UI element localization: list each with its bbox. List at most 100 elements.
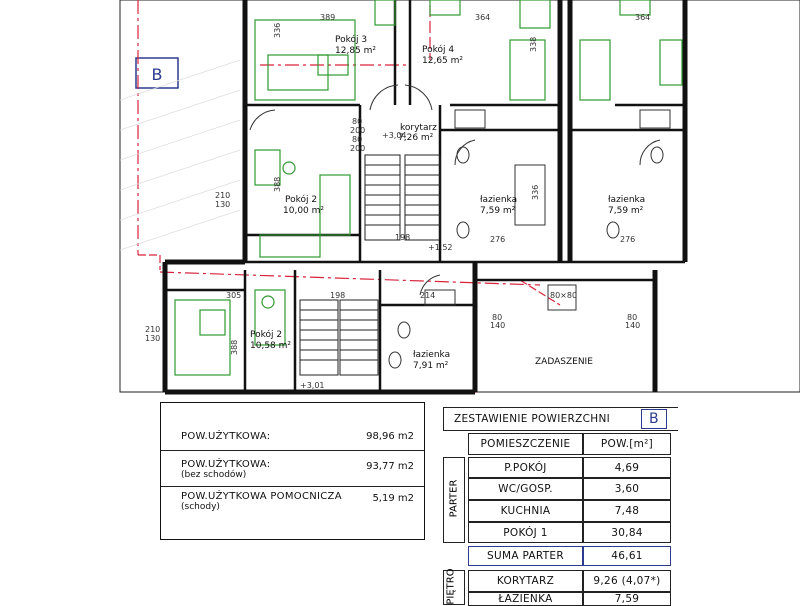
room-area-value: 7,48 xyxy=(614,505,640,517)
ground-hatch xyxy=(119,59,241,251)
furniture xyxy=(174,0,683,376)
room-label: łazienka xyxy=(480,195,517,205)
room-name: WC/GOSP. xyxy=(498,483,553,495)
room-row-area: 4,69 xyxy=(583,457,671,478)
dimension: +1,52 xyxy=(428,243,453,252)
room-label: łazienka xyxy=(608,195,645,205)
header-area-text: POW.[m²] xyxy=(600,438,654,450)
room-area: 10,00 m² xyxy=(283,206,324,216)
room-name: P.POKÓJ xyxy=(504,461,547,474)
room-row: KUCHNIA xyxy=(468,500,583,522)
room-name: ŁAZIENKA xyxy=(498,593,553,605)
room-label: Pokój 4 xyxy=(422,44,454,55)
room-row: ŁAZIENKA xyxy=(468,592,583,606)
stairs xyxy=(299,154,441,376)
room-area-value: 9,26 (4,07*) xyxy=(593,575,661,587)
room-label: łazienka xyxy=(413,350,450,360)
dimension: 214 xyxy=(420,291,435,300)
sum-label-text: SUMA PARTER xyxy=(487,550,564,562)
summary-row: POW.UŻYTKOWA: 98,96 m2 xyxy=(161,403,424,451)
rooms-area-table: ZESTAWIENIE POWIERZCHNI B POMIESZCZENIE … xyxy=(443,405,678,606)
area-summary-box: POW.UŻYTKOWA: 98,96 m2 POW.UŻYTKOWA: (be… xyxy=(160,402,425,540)
dimension: 130 xyxy=(215,200,230,209)
summary-value: 98,96 m2 xyxy=(366,431,414,442)
dimension: +3,04 xyxy=(382,131,407,140)
group-label: PIĘTRO xyxy=(445,568,457,605)
summary-sublabel: (bez schodów) xyxy=(181,470,247,480)
dimension: 80 xyxy=(492,313,502,322)
room-label: korytarz xyxy=(400,123,437,133)
dimension: 276 xyxy=(490,235,505,244)
room-area: 7,59 m² xyxy=(608,206,644,216)
dimension: 336 xyxy=(273,23,282,38)
room-row-area: 7,48 xyxy=(583,500,671,522)
dimension: 364 xyxy=(475,13,490,22)
room-label: Pokój 2 xyxy=(250,329,282,340)
dimension: 364 xyxy=(635,13,650,22)
room-name: KORYTARZ xyxy=(496,575,555,587)
dimension: 80 xyxy=(352,117,362,126)
dimension: 305 xyxy=(226,291,241,300)
table-title: ZESTAWIENIE POWIERZCHNI xyxy=(443,407,678,431)
dimension: 130 xyxy=(145,334,160,343)
dimension: 140 xyxy=(490,321,505,330)
room-row: KORYTARZ xyxy=(468,570,583,592)
room-area: 7,59 m² xyxy=(480,206,516,216)
dimension: 140 xyxy=(625,321,640,330)
room-name: KUCHNIA xyxy=(500,505,551,517)
room-row: POKÓJ 1 xyxy=(468,522,583,543)
room-row-area: 7,59 xyxy=(583,592,671,606)
sum-parter-label: SUMA PARTER xyxy=(468,546,583,566)
room-area: 7,26 m² xyxy=(398,133,434,143)
header-area: POW.[m²] xyxy=(583,433,671,455)
dimension: 210 xyxy=(145,325,160,334)
summary-value: 5,19 m2 xyxy=(372,493,414,504)
dimension: 388 xyxy=(273,177,282,192)
header-room: POMIESZCZENIE xyxy=(468,433,583,455)
dimension: 200 xyxy=(350,126,365,135)
dimension: 336 xyxy=(531,185,540,200)
group-label-cell xyxy=(443,457,465,543)
dimension: 80 xyxy=(352,135,362,144)
room-area: 10,58 m² xyxy=(250,341,291,351)
group-label: PARTER xyxy=(448,479,460,518)
dimension: 388 xyxy=(230,340,239,355)
bathroom-fixtures xyxy=(388,109,671,369)
room-label: Pokój 2 xyxy=(285,194,317,205)
dimension: 338 xyxy=(529,37,538,52)
room-area-value: 7,59 xyxy=(614,593,640,605)
floor-plan: B xyxy=(119,0,800,395)
room-area-value: 3,60 xyxy=(614,483,640,495)
room-area-value: 30,84 xyxy=(611,526,643,539)
room-label: ZADASZENIE xyxy=(535,357,593,367)
door-swings xyxy=(249,84,661,296)
dimension: 198 xyxy=(395,233,410,242)
room-area-value: 4,69 xyxy=(614,461,640,474)
summary-label: POW.UŻYTKOWA POMOCNICZA xyxy=(181,491,342,502)
room-label: Pokój 3 xyxy=(335,34,367,45)
room-row-area: 9,26 (4,07*) xyxy=(583,570,671,592)
dimension: +3,01 xyxy=(300,381,325,390)
room-row-area: 30,84 xyxy=(583,522,671,543)
dimension: 389 xyxy=(320,13,335,22)
table-badge: B xyxy=(641,409,667,429)
summary-label: POW.UŻYTKOWA: xyxy=(181,459,271,470)
dimension-labels: 389 364 364 336 338 388 198 276 276 305 … xyxy=(145,13,650,390)
summary-label: POW.UŻYTKOWA: xyxy=(181,431,271,442)
room-area: 7,91 m² xyxy=(413,361,449,371)
table-badge-text: B xyxy=(649,411,659,427)
room-area: 12,65 m² xyxy=(422,56,463,66)
room-area: 12,85 m² xyxy=(335,46,376,56)
room-name: POKÓJ 1 xyxy=(503,526,548,539)
sum-value-text: 46,61 xyxy=(611,550,643,562)
summary-row: POW.UŻYTKOWA POMOCNICZA (schody) 5,19 m2 xyxy=(161,487,424,539)
sum-parter-value: 46,61 xyxy=(583,546,671,566)
room-labels: Pokój 3 12,85 m² Pokój 4 12,65 m² Pokój … xyxy=(250,34,645,371)
table-title-text: ZESTAWIENIE POWIERZCHNI xyxy=(454,413,611,425)
summary-sublabel: (schody) xyxy=(181,502,220,512)
dimension: 210 xyxy=(215,191,230,200)
dimension: 80×80 xyxy=(550,291,577,300)
dimension: 200 xyxy=(350,144,365,153)
room-row: WC/GOSP. xyxy=(468,478,583,500)
summary-value: 93,77 m2 xyxy=(366,461,414,472)
